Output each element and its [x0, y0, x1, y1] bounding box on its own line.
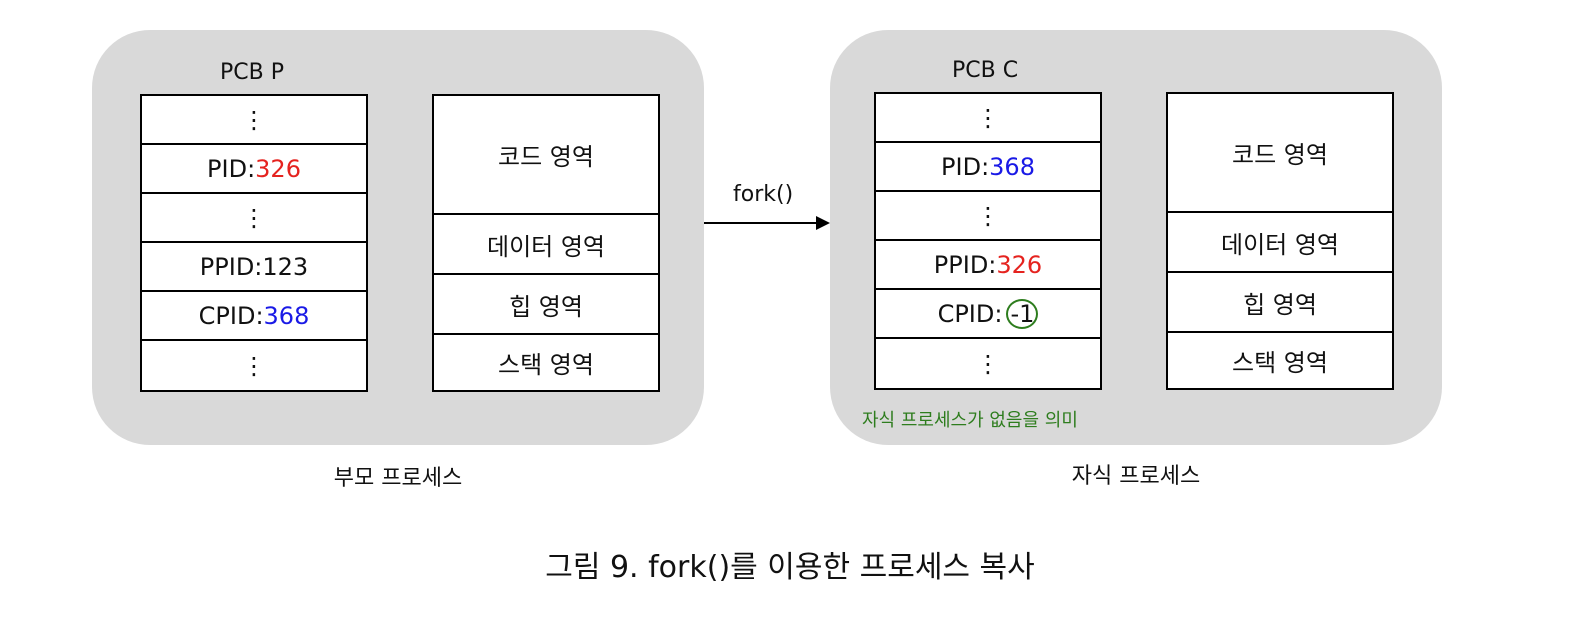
- parent-pcb-row-ppid: PPID: 123: [142, 243, 366, 292]
- fork-arrow-head: [816, 216, 830, 230]
- figure-caption: 그림 9. fork()를 이용한 프로세스 복사: [545, 550, 1035, 585]
- child-pcb-row-ellipsis: ⋮: [976, 349, 1000, 378]
- parent-pcb-row-ellipsis: ⋮: [242, 351, 266, 380]
- data-segment: 데이터 영역: [1168, 213, 1392, 273]
- cpid-value: 368: [263, 301, 310, 330]
- parent-pcb-row-cpid: CPID: 368: [142, 292, 366, 341]
- cpid-label: CPID:: [198, 301, 264, 330]
- pid-value: 326: [255, 154, 301, 183]
- fork-label: fork(): [733, 182, 794, 207]
- parent-pcb-title: PCB P: [220, 60, 284, 85]
- cpid-value-circled: -1: [1006, 298, 1039, 329]
- ppid-value: 326: [996, 250, 1043, 279]
- pid-value: 368: [989, 152, 1035, 181]
- child-process-caption: 자식 프로세스: [1071, 464, 1201, 489]
- data-segment: 데이터 영역: [434, 215, 658, 275]
- parent-process-caption: 부모 프로세스: [333, 466, 463, 491]
- child-memory-table: 코드 영역 데이터 영역 힙 영역 스택 영역: [1166, 92, 1394, 390]
- ppid-label: PPID:: [933, 250, 997, 279]
- child-pcb-row-cpid: CPID: -1: [876, 290, 1100, 339]
- parent-pcb-table: ⋮ PID: 326 ⋮ PPID: 123 CPID: 368 ⋮: [140, 94, 368, 392]
- child-pcb-row-ppid: PPID: 326: [876, 241, 1100, 290]
- child-pcb-row-ellipsis: ⋮: [876, 94, 1100, 143]
- child-pcb-title: PCB C: [952, 58, 1019, 83]
- heap-segment: 힙 영역: [434, 275, 658, 335]
- parent-memory-table: 코드 영역 데이터 영역 힙 영역 스택 영역: [432, 94, 660, 392]
- child-pcb-table: ⋮ PID: 368 ⋮ PPID: 326 CPID: -1 ⋮: [874, 92, 1102, 390]
- cpid-label: CPID:: [937, 299, 1003, 328]
- pid-label: PID:: [207, 154, 256, 183]
- ppid-value: 123: [262, 252, 309, 281]
- no-child-note: 자식 프로세스가 없음을 의미: [862, 410, 1078, 431]
- code-segment: 코드 영역: [1168, 94, 1392, 213]
- heap-segment: 힙 영역: [1168, 273, 1392, 333]
- parent-pcb-row-pid: PID: 326: [142, 145, 366, 194]
- parent-pcb-row-ellipsis: ⋮: [142, 194, 366, 243]
- code-segment: 코드 영역: [434, 96, 658, 215]
- child-pcb-row-pid: PID: 368: [876, 143, 1100, 192]
- stack-segment: 스택 영역: [1232, 349, 1328, 377]
- stack-segment: 스택 영역: [498, 351, 594, 379]
- parent-pcb-row-ellipsis: ⋮: [142, 96, 366, 145]
- pid-label: PID:: [941, 152, 990, 181]
- ppid-label: PPID:: [199, 252, 263, 281]
- child-pcb-row-ellipsis: ⋮: [876, 192, 1100, 241]
